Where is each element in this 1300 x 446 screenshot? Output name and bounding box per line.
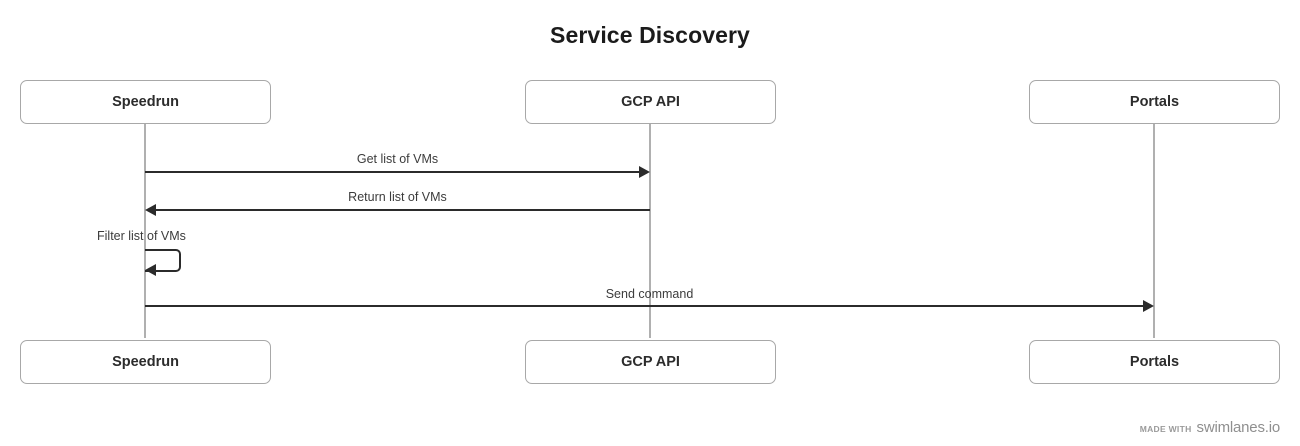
message-label-get-list-of-vms: Get list of VMs — [356, 152, 439, 166]
arrowhead-left-icon-filter-list-of-vms — [145, 264, 156, 276]
message-label-send-command: Send command — [605, 287, 694, 301]
participant-label-gcp-api-top: GCP API — [621, 93, 680, 110]
participant-box-portals-bottom[interactable]: Portals — [1029, 340, 1280, 384]
self-message-loop-filter-list-of-vms[interactable] — [145, 249, 181, 272]
lifeline-gcp-api — [649, 124, 651, 338]
participant-label-speedrun-bottom: Speedrun — [112, 353, 179, 370]
participant-box-portals-top[interactable]: Portals — [1029, 80, 1280, 124]
participant-label-speedrun-top: Speedrun — [112, 93, 179, 110]
participant-box-speedrun-bottom[interactable]: Speedrun — [20, 340, 271, 384]
participant-box-gcp-api-bottom[interactable]: GCP API — [525, 340, 776, 384]
participant-label-portals-top: Portals — [1129, 93, 1180, 110]
participant-box-gcp-api-top[interactable]: GCP API — [525, 80, 776, 124]
message-line-get-list-of-vms[interactable] — [145, 171, 645, 174]
lifeline-speedrun — [144, 124, 146, 338]
message-line-return-list-of-vms[interactable] — [156, 209, 650, 212]
message-label-filter-list-of-vms: Filter list of VMs — [97, 229, 186, 243]
watermark[interactable]: MADE WITH swimlanes.io — [1140, 419, 1280, 436]
page-title: Service Discovery — [550, 22, 750, 48]
participant-label-gcp-api-bottom: GCP API — [621, 353, 680, 370]
arrowhead-right-icon-send-command — [1143, 300, 1154, 312]
watermark-brand: swimlanes.io — [1196, 419, 1281, 436]
participant-box-speedrun-top[interactable]: Speedrun — [20, 80, 271, 124]
arrowhead-right-icon-get-list-of-vms — [639, 166, 650, 178]
lifeline-portals — [1153, 124, 1155, 338]
arrowhead-left-icon-return-list-of-vms — [145, 204, 156, 216]
message-line-send-command[interactable] — [145, 305, 1149, 308]
message-label-return-list-of-vms: Return list of VMs — [348, 190, 447, 204]
participant-label-portals-bottom: Portals — [1129, 353, 1180, 370]
watermark-prefix: MADE WITH — [1139, 424, 1192, 434]
